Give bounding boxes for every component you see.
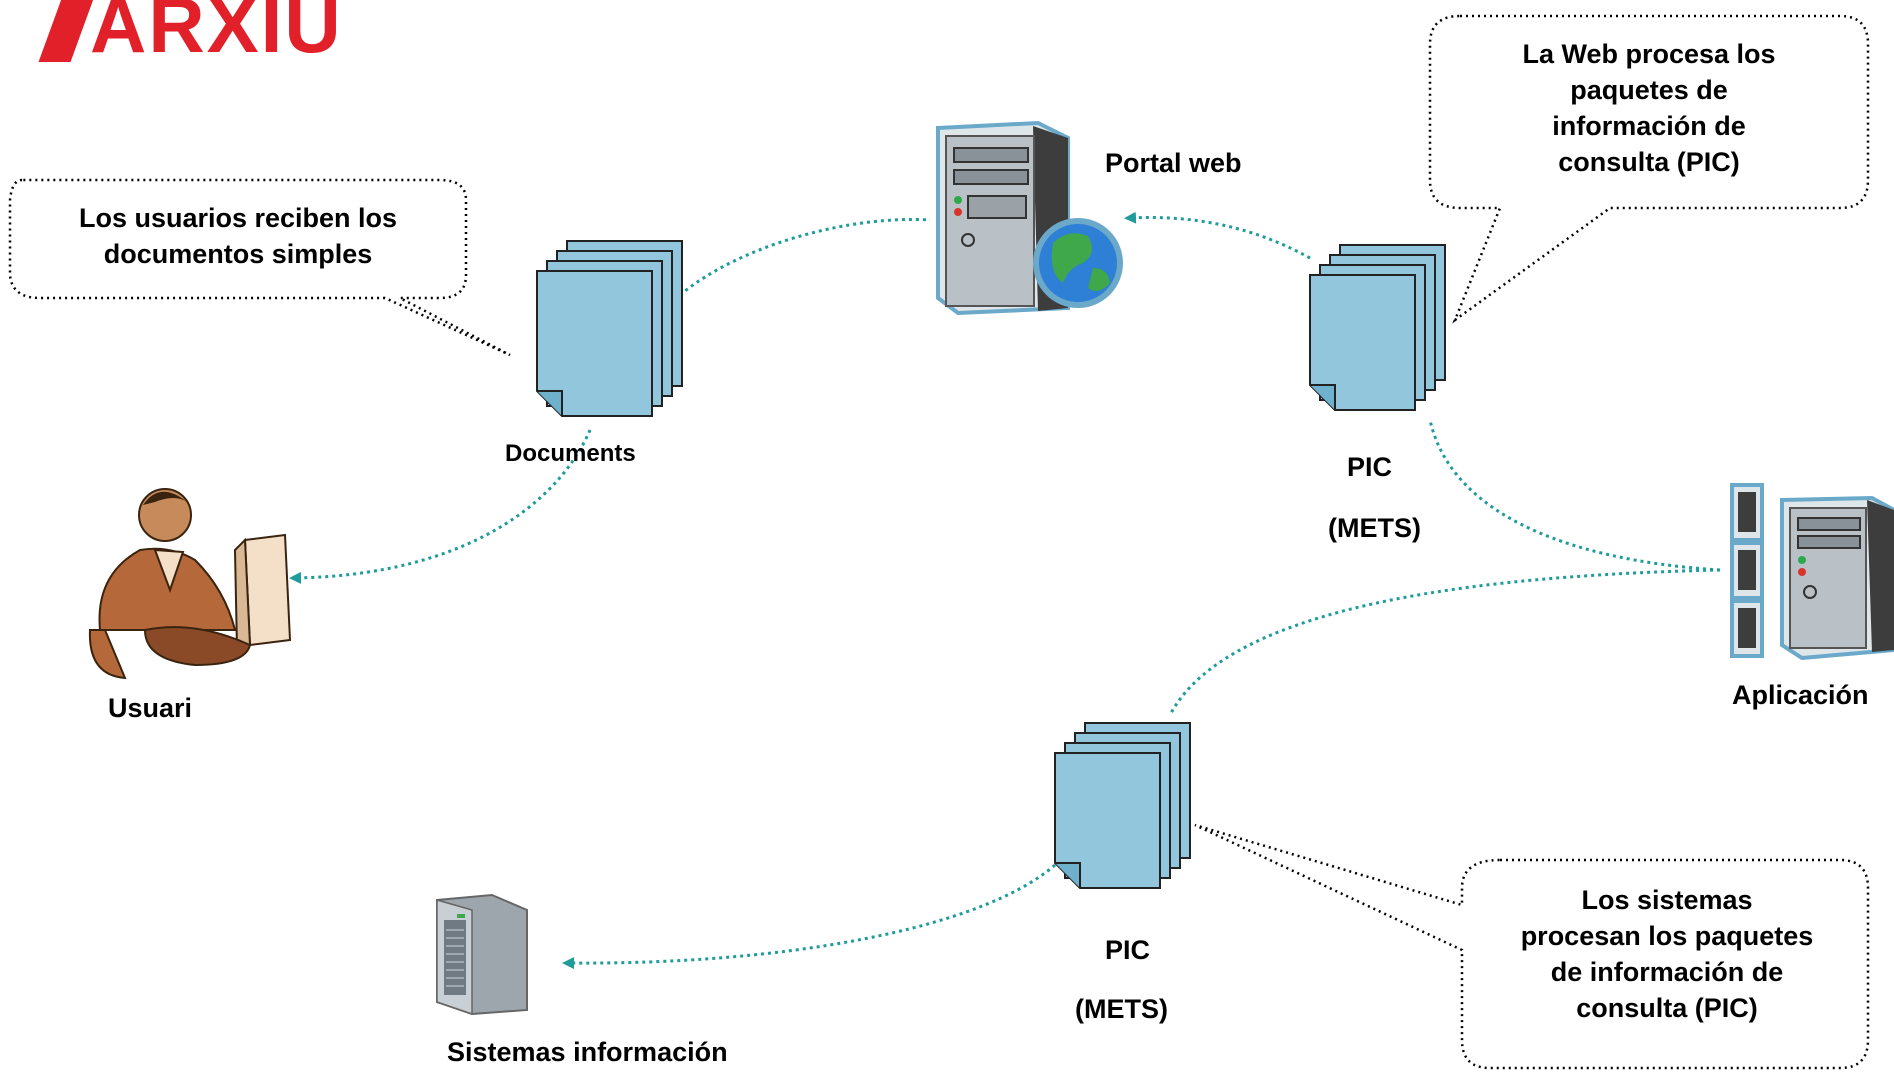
pic-top-stack-icon xyxy=(1305,240,1455,420)
callout-usuarios-text: Los usuarios reciben los documentos simp… xyxy=(20,200,456,272)
pic-top-label-line1: PIC xyxy=(1347,452,1393,482)
arxiu-logo: ARXIU xyxy=(38,0,343,69)
callout-bubble-web xyxy=(1428,14,1870,324)
pic-bottom-label-line1: PIC xyxy=(1105,935,1151,965)
callout-web-text: La Web procesa los paquetes de informaci… xyxy=(1440,36,1858,180)
callout-web-line4: consulta (PIC) xyxy=(1558,147,1740,177)
web-server-globe-icon xyxy=(928,118,1128,318)
callout-sistemas-line1: Los sistemas xyxy=(1581,885,1753,915)
callout-bubble-usuarios xyxy=(8,178,511,357)
callout-sistemas-line2: procesan los paquetes xyxy=(1520,921,1814,951)
connector-documents-usuari xyxy=(289,429,592,584)
pic-bottom-stack-icon xyxy=(1050,718,1200,898)
aplicacion-label: Aplicación xyxy=(1732,680,1869,710)
callout-bubble-sistemas xyxy=(1194,823,1870,1070)
usuari-label: Usuari xyxy=(108,693,193,723)
callout-usuarios-line2: documentos simples xyxy=(103,239,373,269)
server-rack-icon xyxy=(1722,480,1894,661)
document-stack-icon xyxy=(532,236,687,421)
callout-web-line2: paquetes de xyxy=(1570,75,1728,105)
connector-pic-portal xyxy=(1124,211,1311,260)
logo-text: ARXIU xyxy=(90,0,343,69)
sistemas-label: Sistemas información xyxy=(447,1037,728,1067)
callout-usuarios-line1: Los usuarios reciben los xyxy=(78,203,398,233)
documents-label: Documents xyxy=(505,440,636,467)
connector-aplicacion-pic-bottom xyxy=(1168,568,1721,716)
callout-sistemas-line3: de información de xyxy=(1550,957,1784,987)
connector-aplicacion-pic xyxy=(1428,419,1721,572)
connector-documents-portal xyxy=(679,217,931,297)
connector-pic-sistemas xyxy=(562,863,1056,970)
callout-web-line3: información de xyxy=(1552,111,1746,141)
callout-sistemas-text: Los sistemas procesan los paquetes de in… xyxy=(1472,882,1862,1026)
portal-web-label: Portal web xyxy=(1105,148,1242,178)
callout-web-line1: La Web procesa los xyxy=(1522,39,1776,69)
pic-bottom-label-line2: (METS) xyxy=(1075,994,1168,1024)
pic-top-label-line2: (METS) xyxy=(1328,513,1421,543)
callout-sistemas-line4: consulta (PIC) xyxy=(1576,993,1758,1023)
person-at-computer-icon xyxy=(85,480,310,680)
server-tower-icon xyxy=(432,890,532,1016)
